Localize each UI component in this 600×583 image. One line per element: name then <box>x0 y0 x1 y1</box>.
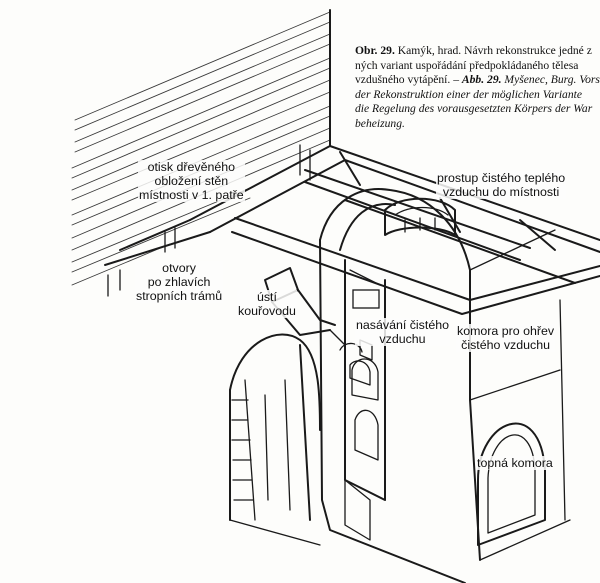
label-beam-openings: otvory po zhlavích stropních trámů <box>135 261 224 303</box>
label-flue-mouth: ústí kouřovodu <box>237 290 297 318</box>
lower-wall <box>229 333 321 546</box>
figure-caption: Obr. 29. Kamýk, hrad. Návrh rekonstrukce… <box>355 44 600 132</box>
firebox <box>477 422 546 546</box>
caption-line-2: ných variant uspořádání předpokládaného … <box>355 58 579 72</box>
heating-chamber-body <box>319 188 571 583</box>
label-air-intake: nasávání čistého vzduchu <box>355 318 450 346</box>
ceiling-beams <box>104 144 600 315</box>
label-firebox: topná komora <box>476 456 554 470</box>
label-warm-air-outlet: prostup čistého teplého vzduchu do místn… <box>436 171 567 199</box>
caption-line-3: vzdušného vytápění. – Abb. 29. Myšenec, … <box>355 73 600 87</box>
wall-cladding-planks <box>71 11 331 286</box>
label-wall-cladding: otisk dřevěného obložení stěn místnosti … <box>138 160 245 202</box>
warm-air-outlet <box>384 197 456 236</box>
caption-line-6: beheizung. <box>355 116 405 130</box>
caption-line-5: die Regelung des vorausgesetzten Körpers… <box>355 102 593 116</box>
air-intake-channel <box>344 259 386 541</box>
caption-line-4: der Rekonstruktion einer der möglichen V… <box>355 87 582 101</box>
label-heating-chamber: komora pro ohřev čistého vzduchu <box>456 324 556 352</box>
caption-line-1: Obr. 29. Kamýk, hrad. Návrh rekonstrukce… <box>355 44 592 57</box>
